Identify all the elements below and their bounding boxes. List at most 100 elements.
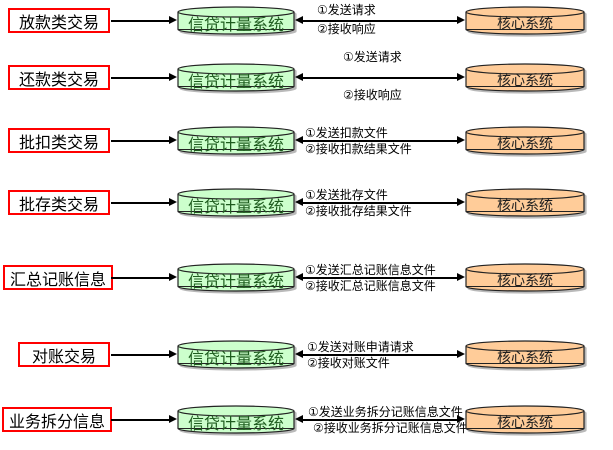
arrowhead-right-icon (169, 198, 177, 206)
cylinder-shape-icon (177, 405, 295, 434)
arrow-line (111, 277, 171, 279)
core-system-cylinder: 核心系统 (465, 188, 585, 218)
arrow-line (111, 77, 171, 79)
arrow-line (302, 277, 458, 279)
core-system-label: 核心系统 (497, 136, 553, 152)
receive-label: ②接收汇总记账信息文件 (305, 279, 436, 293)
cylinder-shape-icon (177, 188, 295, 217)
credit-system-cylinder: 信贷计量系统 (177, 6, 295, 36)
source-label: 业务拆分信息 (8, 411, 105, 431)
arrowhead-right-icon (457, 273, 465, 281)
arrow-credit-core-bidirectional: ①发送汇总记账信息文件 ②接收汇总记账信息文件 (295, 261, 465, 295)
arrow-source-to-credit (111, 186, 177, 220)
send-label: ①发送业务拆分记账信息文件 (308, 405, 463, 419)
core-system-label: 核心系统 (497, 415, 553, 431)
credit-system-cylinder: 信贷计量系统 (177, 405, 295, 435)
receive-label: ②接收响应 (343, 88, 402, 102)
core-system-cylinder: 核心系统 (465, 405, 585, 435)
core-system-cylinder: 核心系统 (465, 63, 585, 93)
cylinder-shape-icon (465, 340, 585, 369)
arrow-source-to-credit (111, 4, 177, 38)
flow-row: 业务拆分信息 信贷计量系统 ①发送业务拆分记账信息文件 ②接收业务拆分记账信息文… (0, 403, 613, 437)
flow-row: 还款类交易 信贷计量系统 ①发送请求 ②接收响应 核心系统 (0, 51, 613, 102)
arrowhead-right-icon (457, 16, 465, 24)
credit-system-label: 信贷计量系统 (187, 15, 284, 34)
send-label: ①发送请求 (343, 50, 402, 64)
core-system-cylinder: 核心系统 (465, 126, 585, 156)
flow-row: 批扣类交易 信贷计量系统 ①发送扣款文件 ②接收扣款结果文件 核心系统 (0, 124, 613, 158)
arrow-source-to-credit (111, 124, 177, 158)
credit-system-cylinder: 信贷计量系统 (177, 126, 295, 156)
arrow-source-to-credit (111, 403, 177, 437)
cylinder-shape-icon (177, 6, 295, 35)
receive-label: ②接收业务拆分记账信息文件 (313, 421, 468, 435)
arrow-line (111, 20, 171, 22)
flow-row: 对账交易 信贷计量系统 ①发送对账申请请求 ②接收对账文件 核心系统 (0, 338, 613, 372)
arrow-source-to-credit (111, 261, 177, 295)
arrowhead-left-icon (295, 73, 303, 81)
credit-system-label: 信贷计量系统 (187, 272, 284, 291)
arrow-line (302, 20, 458, 22)
arrowhead-right-icon (169, 273, 177, 281)
source-label: 批扣类交易 (18, 132, 99, 152)
core-system-cylinder: 核心系统 (465, 263, 585, 293)
arrowhead-left-icon (295, 16, 303, 24)
core-system-cylinder: 核心系统 (465, 6, 585, 36)
source-label: 批存类交易 (18, 194, 99, 214)
arrow-credit-core-bidirectional: ①发送请求 ②接收响应 (295, 51, 465, 102)
cylinder-shape-icon (465, 126, 585, 155)
credit-system-label: 信贷计量系统 (187, 197, 284, 216)
arrow-line (302, 202, 458, 204)
cylinder-shape-icon (177, 340, 295, 369)
arrow-source-to-credit (111, 61, 177, 95)
send-label: ①发送对账申请请求 (307, 340, 414, 354)
arrow-line (111, 140, 171, 142)
flow-row: 放款类交易 信贷计量系统 ①发送请求 ②接收响应 核心系统 (0, 4, 613, 38)
source-label: 汇总记账信息 (9, 269, 106, 289)
arrow-credit-core-bidirectional: ①发送扣款文件 ②接收扣款结果文件 (295, 124, 465, 158)
source-label: 对账交易 (31, 346, 96, 366)
credit-system-label: 信贷计量系统 (187, 72, 284, 91)
receive-label: ②接收对账文件 (307, 356, 390, 370)
arrowhead-right-icon (457, 350, 465, 358)
credit-system-label: 信贷计量系统 (187, 135, 284, 154)
arrow-line (302, 354, 458, 356)
arrowhead-left-icon (295, 136, 303, 144)
core-system-label: 核心系统 (497, 73, 553, 89)
credit-system-label: 信贷计量系统 (187, 414, 284, 433)
arrow-credit-core-bidirectional: ①发送请求 ②接收响应 (295, 4, 465, 38)
cylinder-shape-icon (465, 6, 585, 35)
arrow-line (302, 419, 458, 421)
cylinder-shape-icon (177, 126, 295, 155)
source-box: 对账交易 (18, 342, 110, 367)
arrowhead-left-icon (295, 273, 303, 281)
source-box: 批存类交易 (8, 190, 110, 215)
arrowhead-right-icon (457, 136, 465, 144)
arrow-credit-core-bidirectional: ①发送批存文件 ②接收批存结果文件 (295, 186, 465, 220)
source-label: 还款类交易 (18, 69, 99, 89)
source-box: 汇总记账信息 (3, 265, 113, 290)
cylinder-shape-icon (465, 263, 585, 292)
arrowhead-right-icon (457, 415, 465, 423)
credit-system-cylinder: 信贷计量系统 (177, 263, 295, 293)
arrowhead-left-icon (295, 415, 303, 423)
arrow-line (111, 202, 171, 204)
cylinder-shape-icon (465, 188, 585, 217)
arrowhead-right-icon (169, 415, 177, 423)
source-box: 放款类交易 (8, 8, 110, 33)
receive-label: ②接收扣款结果文件 (305, 142, 412, 156)
cylinder-shape-icon (177, 63, 295, 92)
credit-system-cylinder: 信贷计量系统 (177, 188, 295, 218)
cylinder-shape-icon (177, 263, 295, 292)
receive-label: ②接收批存结果文件 (305, 204, 412, 218)
receive-label: ②接收响应 (317, 22, 376, 36)
arrowhead-right-icon (169, 73, 177, 81)
flow-row: 汇总记账信息 信贷计量系统 ①发送汇总记账信息文件 ②接收汇总记账信息文件 核心… (0, 261, 613, 295)
send-label: ①发送汇总记账信息文件 (305, 263, 436, 277)
arrow-source-to-credit (111, 338, 177, 372)
arrowhead-right-icon (169, 16, 177, 24)
source-box: 业务拆分信息 (2, 407, 112, 432)
arrowhead-right-icon (169, 350, 177, 358)
arrowhead-right-icon (169, 136, 177, 144)
